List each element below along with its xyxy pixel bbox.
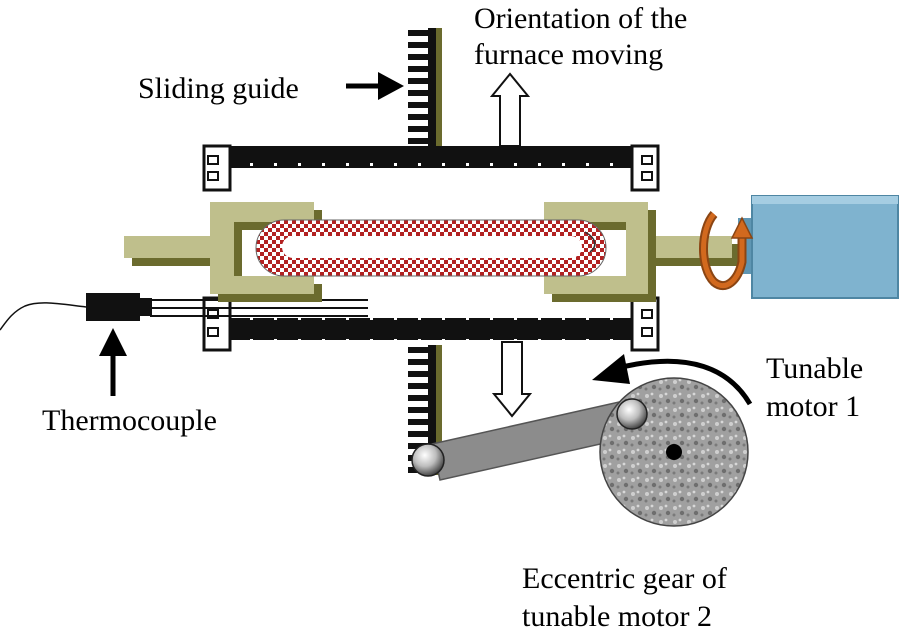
tunable-motor-1 — [738, 195, 899, 299]
bottom-rail — [202, 296, 660, 352]
gear-joint-ball — [616, 398, 648, 430]
sliding-guide-pointer-arrow — [346, 72, 404, 100]
top-rail — [202, 144, 660, 192]
rotation-arrow — [699, 211, 754, 291]
thermocouple-leads — [150, 299, 368, 317]
down-direction-arrow — [491, 341, 533, 418]
rod-joint-ball — [411, 443, 445, 477]
orientation-label-line1: Orientation of the — [474, 2, 687, 35]
up-direction-arrow — [489, 72, 531, 147]
furnace-frame — [124, 202, 738, 302]
top-sliding-guide — [408, 28, 442, 146]
thermocouple-probe — [0, 293, 152, 331]
sliding-guide-label: Sliding guide — [138, 72, 299, 105]
gear-label-line1: Eccentric gear of — [522, 562, 727, 595]
thermocouple-pointer-arrow — [99, 328, 127, 396]
motor1-label-line1: Tunable — [766, 352, 863, 385]
eccentric-gear — [599, 377, 749, 527]
motor1-label-line2: motor 1 — [766, 390, 860, 423]
orientation-label-line2: furnace moving — [474, 38, 663, 71]
gear-label-line2: tunable motor 2 — [522, 600, 712, 633]
gear-rotation-arrow — [592, 354, 753, 406]
sample-tube — [255, 219, 607, 277]
thermocouple-label: Thermocouple — [42, 404, 217, 437]
